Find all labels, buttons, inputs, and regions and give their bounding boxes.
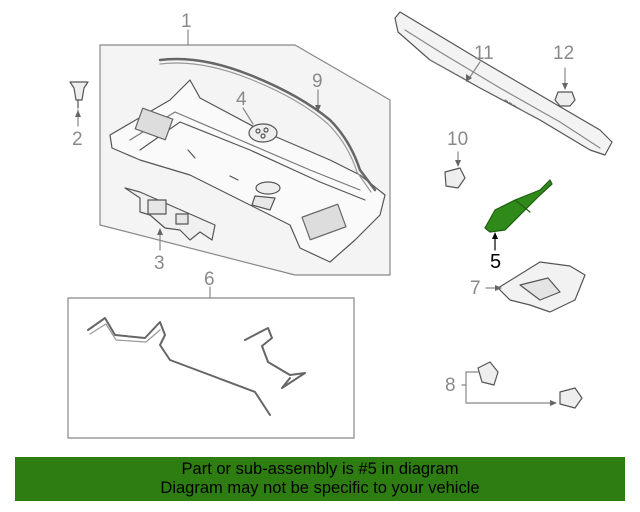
callout-12: 12 [553, 43, 575, 64]
callout-4: 4 [236, 89, 247, 110]
callout-8: 8 [445, 375, 456, 396]
banner-line-2: Diagram may not be specific to your vehi… [160, 479, 480, 497]
part-2-clip [69, 81, 89, 127]
part-6-group [67, 286, 355, 439]
callout-9: 9 [312, 71, 323, 92]
part-3-bracket [124, 187, 216, 251]
part-11-cowl-screen [394, 11, 613, 156]
part-4-plug [242, 107, 278, 143]
part-7-bracket [485, 261, 586, 313]
info-banner: Part or sub-assembly is #5 in diagram Di… [15, 457, 625, 501]
part-10-clip [444, 151, 466, 189]
leader-4 [242, 107, 254, 125]
callout-2: 2 [72, 129, 83, 150]
part-5-highlighted [484, 179, 553, 251]
callout-6: 6 [204, 269, 215, 290]
callout-7: 7 [470, 278, 481, 299]
callout-1: 1 [181, 11, 192, 32]
part-8-clips [461, 361, 583, 409]
callout-3: 3 [154, 253, 165, 274]
part-6-frame [67, 297, 355, 439]
callout-5: 5 [490, 251, 502, 273]
part-12-clip [554, 67, 576, 107]
banner-line-1: Part or sub-assembly is #5 in diagram [181, 460, 459, 478]
callout-10: 10 [447, 129, 469, 150]
callout-11: 11 [474, 43, 494, 64]
part-9-weatherstrip [158, 57, 377, 193]
part-1-group [99, 29, 391, 276]
